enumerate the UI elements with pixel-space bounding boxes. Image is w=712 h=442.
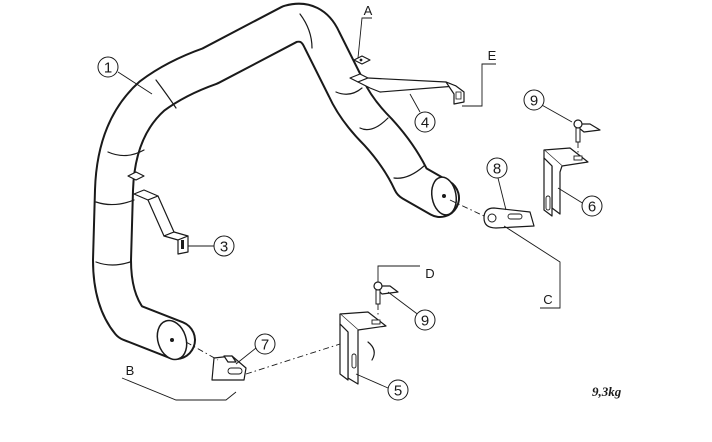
leader-4 [409, 93, 421, 113]
svg-text:1: 1 [104, 60, 112, 77]
part-6-bracket [543, 147, 589, 217]
part-8-plate [483, 207, 535, 229]
letter-a: A [364, 3, 373, 18]
part-5-bracket [339, 311, 387, 385]
assembly-line [245, 343, 341, 375]
bend-line [107, 149, 145, 157]
bend-line [95, 199, 135, 206]
letter-b: B [126, 363, 135, 378]
svg-text:6: 6 [588, 199, 596, 216]
bend-line [359, 117, 389, 131]
svg-text:4: 4 [421, 115, 429, 132]
callout-1: 1 [97, 56, 119, 78]
leader-b [121, 377, 237, 401]
leader-d [377, 265, 420, 282]
svg-text:9: 9 [530, 93, 538, 110]
leader-1 [117, 71, 153, 95]
weight-label: 9,3kg [592, 384, 622, 399]
leader-9b [387, 291, 421, 317]
callout-6: 6 [581, 195, 603, 217]
part-9-bolt-top [573, 119, 601, 143]
svg-text:7: 7 [261, 337, 269, 354]
guard-bar [92, 2, 460, 361]
part-7-plate [211, 355, 247, 381]
bracket-3 [127, 171, 189, 255]
leader-9a [539, 103, 573, 123]
guard-bar-body [94, 4, 458, 358]
svg-text:5: 5 [394, 383, 402, 400]
letter-d: D [425, 266, 434, 281]
callout-9-top: 9 [523, 89, 545, 111]
callout-4: 4 [414, 111, 436, 133]
callout-7: 7 [254, 333, 276, 355]
letter-e: E [488, 48, 497, 63]
leader-8 [497, 177, 507, 211]
bend-line [299, 13, 313, 49]
callout-8: 8 [486, 157, 508, 179]
assembly-line [185, 341, 219, 361]
leader-e [462, 63, 496, 107]
svg-text:8: 8 [493, 161, 501, 178]
callout-5: 5 [387, 379, 409, 401]
leader-5 [355, 373, 389, 389]
left-end-hole [170, 338, 174, 342]
part-9-bolt-bottom [373, 281, 399, 305]
bend-line [393, 165, 425, 179]
letter-c: C [543, 292, 552, 307]
right-end-hole [442, 194, 446, 198]
leader-a [357, 17, 372, 59]
leader-7 [235, 347, 257, 365]
leader-6 [557, 187, 585, 205]
assembly-line [449, 199, 485, 217]
callout-9-bottom: 9 [414, 309, 436, 331]
bend-line [95, 261, 131, 266]
svg-text:9: 9 [421, 313, 429, 330]
leader-c [503, 225, 561, 309]
svg-text:3: 3 [220, 239, 228, 256]
bend-line [155, 79, 177, 109]
bend-line [335, 87, 363, 95]
callout-3: 3 [213, 235, 235, 257]
